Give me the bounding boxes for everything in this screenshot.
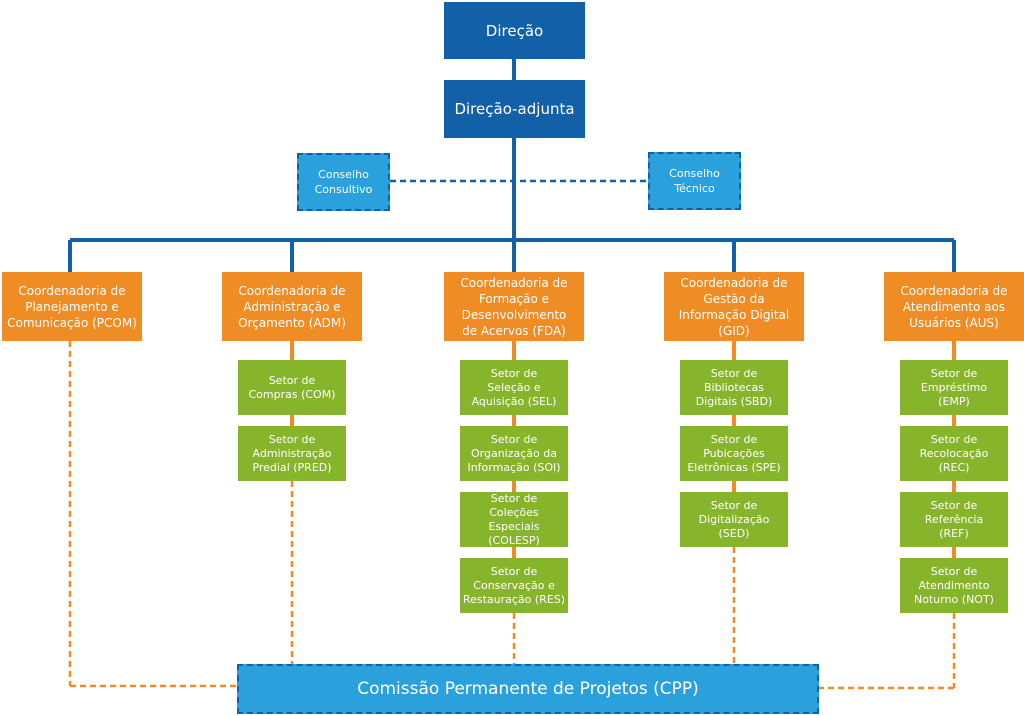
setor-box: Setor de Empréstimo (EMP) [900, 360, 1008, 415]
cpp-box: Comissão Permanente de Projetos (CPP) [237, 664, 819, 714]
coordenadoria-box: Coordenadoria de Planejamento e Comunica… [2, 272, 142, 341]
direcao-adjunta-box: Direção-adjunta [444, 80, 585, 138]
setor-box: Setor de Atendimento Noturno (NOT) [900, 558, 1008, 613]
setor-box: Setor de Recolocação (REC) [900, 426, 1008, 481]
setor-box: Setor de Bibliotecas Digitais (SBD) [680, 360, 788, 415]
coordenadoria-box: Coordenadoria de Administração e Orçamen… [222, 272, 362, 341]
setor-box: Setor de Organização da Informação (SOI) [460, 426, 568, 481]
coordenadoria-box: Coordenadoria de Formação e Desenvolvime… [444, 272, 584, 341]
setor-box: Setor de Pubicações Eletrônicas (SPE) [680, 426, 788, 481]
coordenadoria-box: Coordenadoria de Gestão da Informação Di… [664, 272, 804, 341]
setor-box: Setor de Coleções Especiais (COLESP) [460, 492, 568, 547]
coordenadoria-box: Coordenadoria de Atendimento aos Usuário… [884, 272, 1024, 341]
setor-box: Setor de Referência (REF) [900, 492, 1008, 547]
direcao-box: Direção [444, 2, 585, 59]
conselho-consultivo-box: Conselho Consultivo [297, 153, 390, 211]
setor-box: Setor de Digitalização (SED) [680, 492, 788, 547]
setor-box: Setor de Administração Predial (PRED) [238, 426, 346, 481]
setor-box: Setor de Seleção e Aquisição (SEL) [460, 360, 568, 415]
setor-box: Setor de Compras (COM) [238, 360, 346, 415]
setor-box: Setor de Conservação e Restauração (RES) [460, 558, 568, 613]
conselho-tecnico-box: Conselho Técnico [648, 152, 741, 210]
